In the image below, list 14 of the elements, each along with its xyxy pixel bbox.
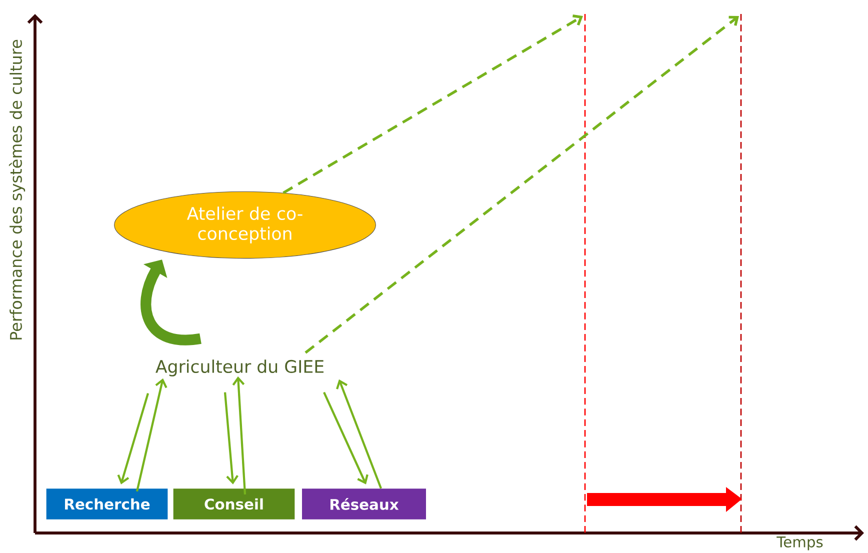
category-box: Recherche — [46, 488, 168, 520]
arrow — [282, 14, 583, 194]
node-label: Agriculteur du GIEE — [156, 360, 324, 376]
arrow — [323, 392, 368, 484]
axis-label: Temps — [776, 536, 823, 550]
arrow — [224, 392, 238, 484]
arrow — [232, 376, 246, 494]
category-box: Conseil — [173, 488, 295, 520]
arrow — [336, 379, 382, 489]
arrow — [117, 393, 150, 484]
arrow — [136, 378, 168, 492]
axis-label: Performance des systèmes de culture — [8, 40, 26, 340]
arrow — [304, 16, 739, 354]
category-box: Réseaux — [302, 488, 426, 520]
